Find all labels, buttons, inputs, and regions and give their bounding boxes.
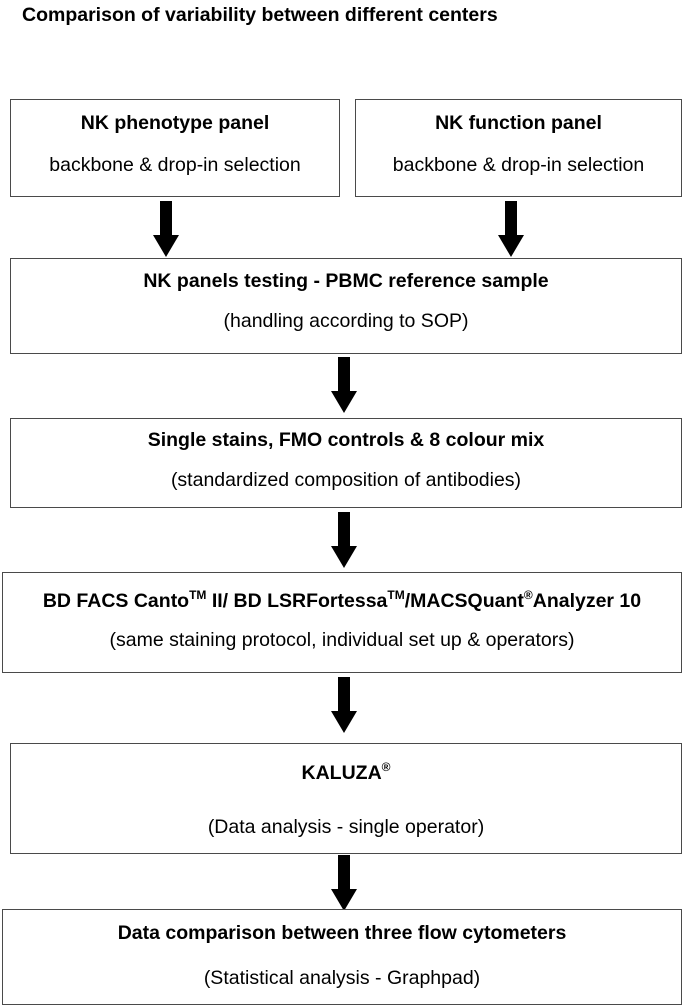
panels-testing-subtitle: (handling according to SOP)	[223, 310, 469, 332]
trademark-mark: TM	[387, 588, 405, 602]
panels-testing-title: NK panels testing - PBMC reference sampl…	[143, 270, 549, 292]
data-comparison-title: Data comparison between three flow cytom…	[117, 922, 567, 944]
phenotype-panel-subtitle: backbone & drop-in selection	[49, 154, 301, 176]
single-stains-title: Single stains, FMO controls & 8 colour m…	[147, 429, 545, 451]
cytometers-title: BD FACS CantoTM II/ BD LSRFortessaTM/MAC…	[3, 589, 681, 613]
trademark-mark: TM	[189, 588, 207, 602]
kaluza-subtitle: (Data analysis - single operator)	[207, 816, 485, 838]
cytometer-canto-label: BD FACS Canto	[42, 590, 190, 612]
phenotype-panel-title: NK phenotype panel	[80, 112, 270, 134]
arrow-testing-to-stains	[331, 357, 357, 413]
cytometer-fortessa-label: II/ BD LSRFortessa	[206, 590, 388, 612]
panels-testing-box: NK panels testing - PBMC reference sampl…	[10, 258, 682, 354]
cytometers-subtitle: (same staining protocol, individual set …	[109, 629, 575, 651]
phenotype-panel-box: NK phenotype panel backbone & drop-in se…	[10, 99, 340, 197]
single-stains-box: Single stains, FMO controls & 8 colour m…	[10, 418, 682, 508]
arrow-kaluza-to-comparison	[331, 855, 357, 911]
arrow-stains-to-cytometers	[331, 512, 357, 568]
arrow-cytometers-to-kaluza	[331, 677, 357, 733]
data-comparison-box: Data comparison between three flow cytom…	[2, 909, 682, 1005]
data-comparison-subtitle: (Statistical analysis - Graphpad)	[203, 967, 481, 989]
cytometer-analyzer-label: Analyzer 10	[532, 590, 642, 612]
kaluza-title: KALUZA®	[11, 761, 681, 785]
cytometer-macsquant-label: /MACSQuant	[404, 590, 524, 612]
registered-mark: ®	[381, 760, 391, 774]
kaluza-label: KALUZA	[301, 762, 382, 784]
registered-mark: ®	[523, 588, 533, 602]
function-panel-title: NK function panel	[435, 112, 602, 134]
arrow-function-to-testing	[498, 201, 524, 257]
diagram-title: Comparison of variability between differ…	[22, 4, 498, 26]
function-panel-subtitle: backbone & drop-in selection	[392, 154, 645, 176]
arrow-phenotype-to-testing	[153, 201, 179, 257]
cytometers-box: BD FACS CantoTM II/ BD LSRFortessaTM/MAC…	[2, 572, 682, 673]
single-stains-subtitle: (standardized composition of antibodies)	[170, 469, 522, 491]
function-panel-box: NK function panel backbone & drop-in sel…	[355, 99, 682, 197]
kaluza-box: KALUZA® (Data analysis - single operator…	[10, 743, 682, 854]
